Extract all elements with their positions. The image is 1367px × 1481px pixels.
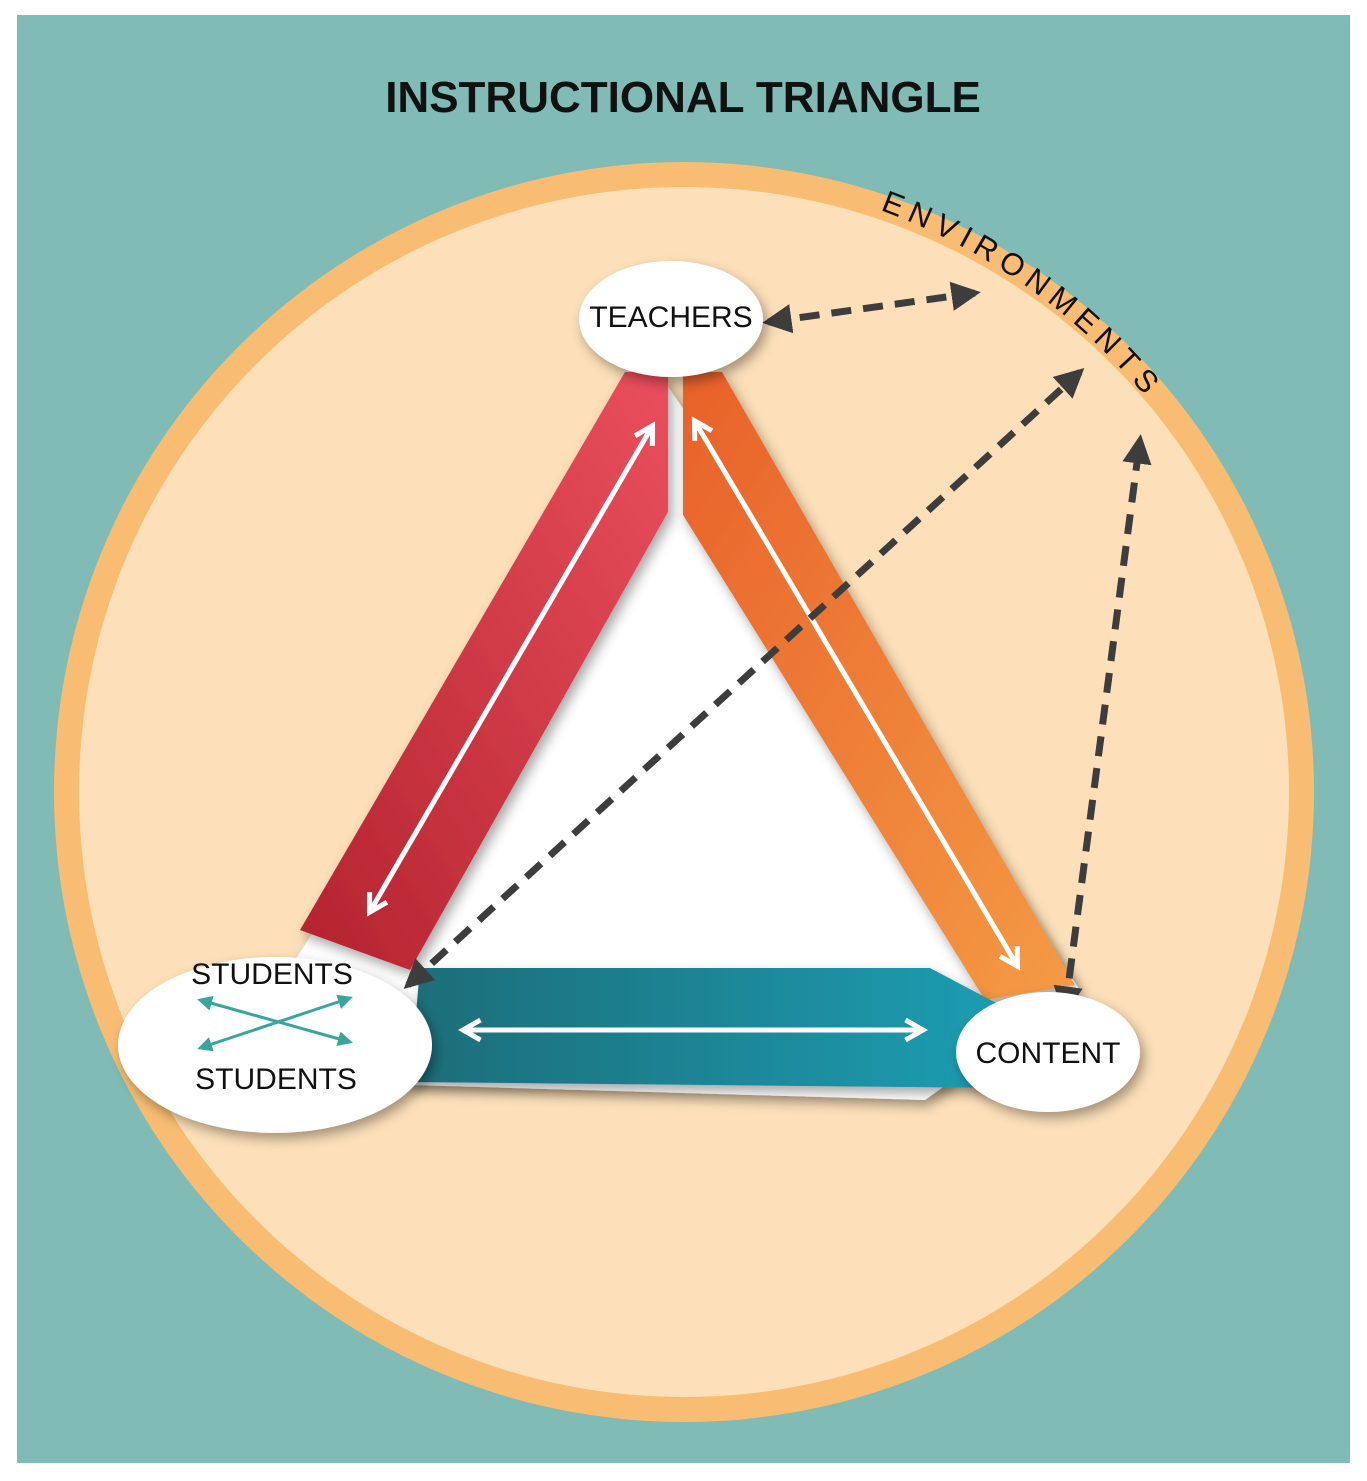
content-node — [956, 992, 1140, 1112]
teachers-environments-dashed-arrow — [762, 281, 981, 334]
teachers-node — [579, 261, 763, 377]
diagram-title: INSTRUCTIONAL TRIANGLE — [385, 73, 981, 122]
students-cross-arrow-b — [197, 994, 353, 1052]
teachers-label: TEACHERS — [589, 301, 752, 334]
students-top-label: STUDENTS — [191, 958, 353, 991]
content-label: CONTENT — [976, 1037, 1121, 1070]
students-environments-dashed-arrow — [403, 368, 1085, 989]
students-bottom-label: STUDENTS — [195, 1063, 357, 1096]
